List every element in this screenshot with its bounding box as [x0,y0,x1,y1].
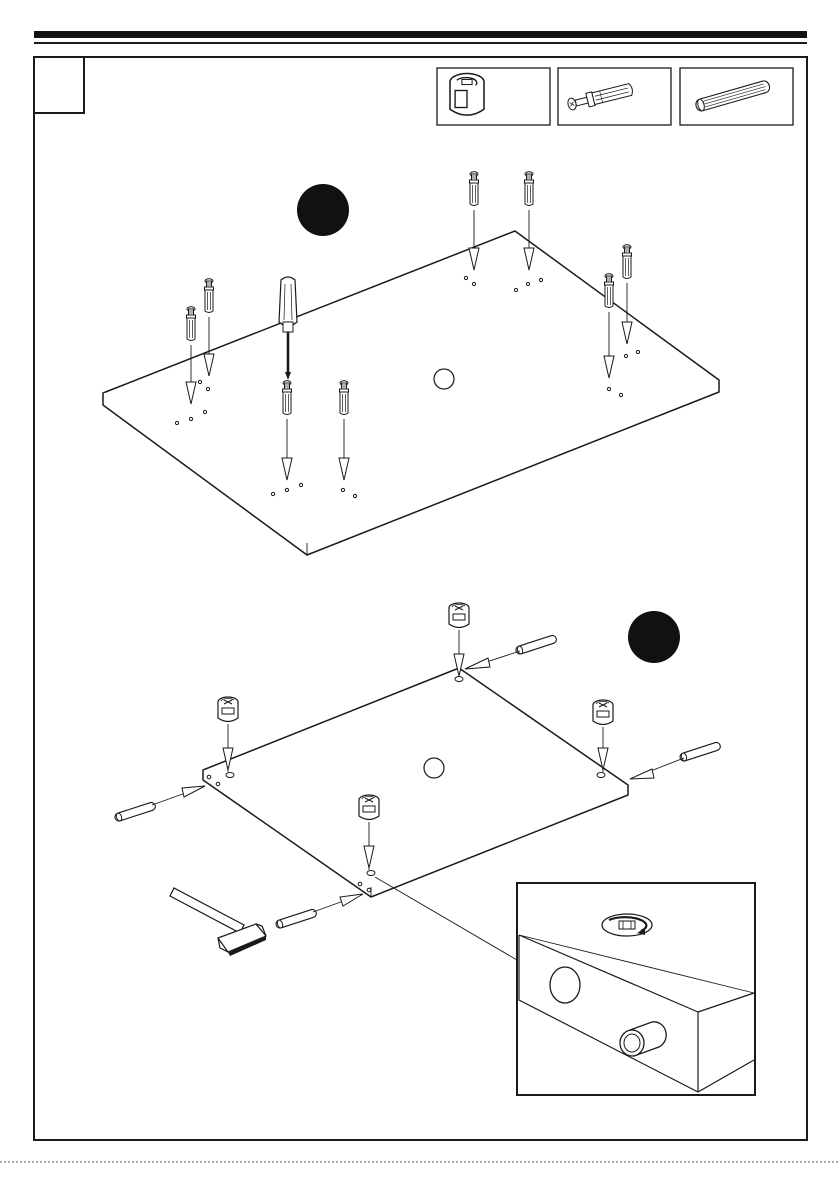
bottom-panel [203,668,628,897]
cam-bolt-icon [566,82,633,112]
substep-1 [103,172,719,555]
substep-marker-2 [628,611,680,663]
rotate-cam-icon [602,914,652,936]
panel-part-label [434,369,454,389]
hammer-icon [170,888,266,956]
hardware-box-dowel [680,68,793,125]
hardware-box-cam-lock [437,68,550,125]
panel-part-label [424,758,444,778]
dowel-icon [695,80,771,112]
dowel-zoom [620,1022,666,1056]
hardware-box-cam-bolt [558,68,671,125]
substep-2 [114,603,721,960]
detail-leader-line [375,877,517,960]
cam-hole-zoom [550,967,580,1003]
top-panel [103,231,719,555]
header-bar [34,31,807,38]
substep-marker-1 [297,184,349,236]
detail-inset [517,883,755,1095]
cam-lock-icon [450,74,484,116]
step-number-box [34,57,84,113]
